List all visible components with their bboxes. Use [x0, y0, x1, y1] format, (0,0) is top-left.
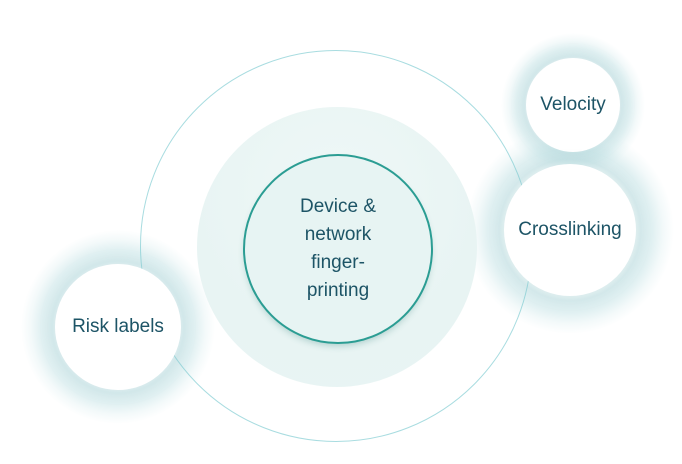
satellite-node-risk-labels: Risk labels [55, 264, 181, 390]
satellite-label-risk-labels: Risk labels [72, 316, 164, 337]
satellite-node-crosslinking: Crosslinking [504, 164, 636, 296]
satellite-node-velocity: Velocity [526, 58, 620, 152]
satellite-label-crosslinking: Crosslinking [518, 219, 622, 240]
satellite-label-velocity: Velocity [540, 94, 606, 115]
center-node-label: Device & network finger- printing [299, 196, 377, 301]
center-node-device-network-fingerprinting: Device & network finger- printing [243, 154, 433, 344]
